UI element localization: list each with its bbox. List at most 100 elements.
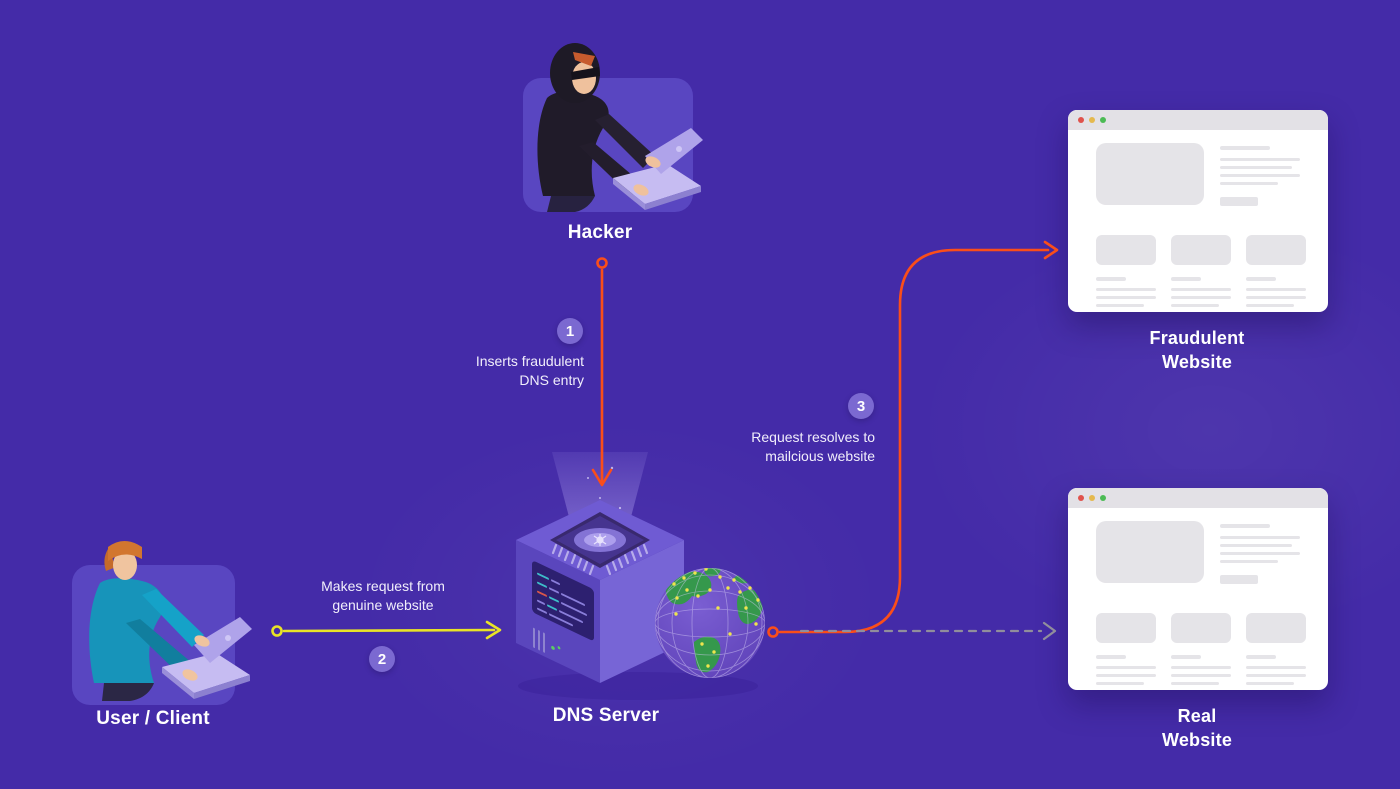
eye-mask [571,67,600,80]
button-placeholder [1220,197,1258,206]
traffic-light-green-icon [1100,117,1106,123]
text-line [1220,524,1270,528]
thumb-placeholder [1246,235,1306,265]
laptop [162,617,252,699]
laptop-logo [676,146,682,152]
label-line: Fraudulent [1149,328,1245,348]
text-line [1096,304,1144,307]
text-line [1171,674,1231,677]
webpage-skeleton [1068,508,1328,690]
laptop-screen [194,617,252,663]
step-2-badge: 2 [369,646,395,672]
label-line: Website [1161,352,1233,372]
thumb-placeholder [1171,235,1231,265]
card-placeholder [1096,613,1156,685]
arm-upper [142,589,204,647]
label-line: Website [1161,730,1233,750]
text-line [1220,560,1278,563]
fraudulent-website-label: Fraudulent Website [1097,326,1297,374]
hero-placeholder [1096,143,1204,205]
text-line [1246,666,1306,669]
text-line [1220,544,1292,547]
arm-upper [595,114,655,168]
text-line [1246,288,1306,291]
text-line [1171,682,1219,685]
text-line [1220,552,1300,555]
fraudulent-website-window [1068,110,1328,312]
text-line [1096,288,1156,291]
hand [194,635,210,647]
text-line [1171,296,1231,299]
text-line [1096,655,1126,659]
card-placeholder [1171,613,1231,685]
traffic-light-yellow-icon [1089,117,1095,123]
step-3-caption: Request resolves to mailcious website [695,428,875,466]
label-line: Real [1177,706,1217,726]
server-shadow [518,672,758,700]
text-line [1246,277,1276,281]
server-location-dots [672,568,760,668]
card-row-placeholder [1096,613,1306,685]
hacker-illustration [523,43,703,212]
traffic-light-yellow-icon [1089,495,1095,501]
user-client-label: User / Client [96,708,210,729]
hacker-label: Hacker [567,222,633,243]
text-line [1246,296,1306,299]
hacker-figure [537,43,703,212]
text-line [1096,666,1156,669]
dns-server-illustration [516,452,765,700]
card-row-placeholder [1096,235,1306,307]
browser-titlebar [1068,110,1328,130]
hair [108,541,142,561]
arrow-start-ring [596,257,608,269]
text-line [1246,682,1294,685]
step-2-caption: Makes request from genuine website [283,577,483,615]
text-line [1246,674,1306,677]
text-line [1220,536,1300,539]
step-1-caption: Inserts fraudulent DNS entry [404,352,584,390]
caption-line: DNS entry [519,372,584,388]
arrowhead-right-icon [1043,240,1059,260]
step-1-badge: 1 [557,318,583,344]
text-line [1220,146,1270,150]
arrowhead-right-icon [1042,621,1057,641]
led-green [551,645,555,650]
text-line [1096,682,1144,685]
text-line [1096,674,1156,677]
thumb-placeholder [1246,613,1306,643]
arm-lower [126,619,192,673]
hair [573,52,595,66]
text-line [1246,655,1276,659]
text-line [1096,277,1126,281]
caption-line: Inserts fraudulent [475,353,584,369]
text-line [1171,655,1201,659]
real-website-window [1068,488,1328,690]
thumb-placeholder [1096,613,1156,643]
status-panel [532,561,594,641]
text-line [1171,277,1201,281]
text-line [1171,666,1231,669]
caption-line: mailcious website [765,448,875,464]
caption-line: Makes request from [321,578,445,594]
traffic-light-green-icon [1100,495,1106,501]
hand [182,669,198,681]
globe [655,568,765,678]
text-line [1220,158,1300,161]
server-cube [516,500,684,683]
vent-and-leds [533,627,561,653]
webpage-skeleton [1068,130,1328,312]
text-line [1096,296,1156,299]
led-green [557,646,561,650]
thumb-placeholder [1096,235,1156,265]
hand [633,184,649,196]
card-placeholder [1246,235,1306,307]
real-website-label: Real Website [1097,704,1297,752]
cpu-chip [550,512,650,576]
text-line [1220,182,1278,185]
card-placeholder [1171,235,1231,307]
text-line [1220,166,1292,169]
card-placeholder [1246,613,1306,685]
text-line [1246,304,1294,307]
face [113,550,137,580]
